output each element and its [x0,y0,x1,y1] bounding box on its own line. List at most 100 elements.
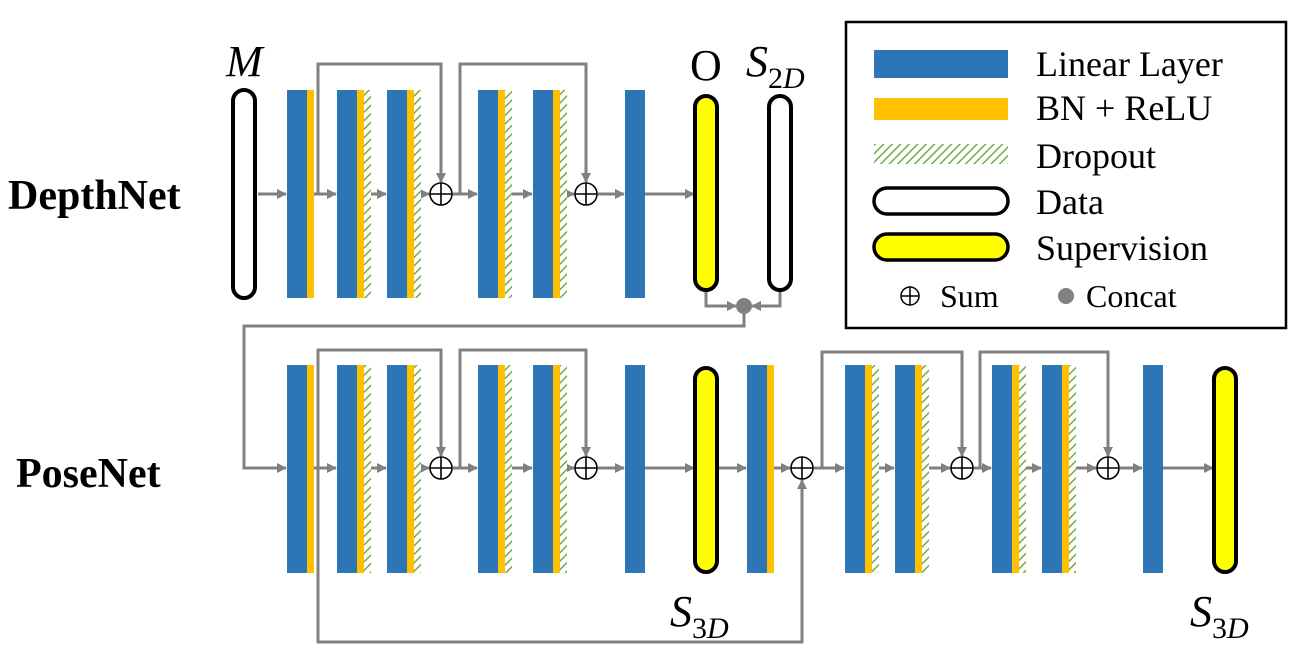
linear-layer [387,365,407,573]
pose-sum-1 [429,456,453,480]
linear-layer [845,365,865,573]
skip-depth-1 [316,62,446,194]
s3d-label-mid: S3D [670,590,729,644]
dropout-layer [1019,365,1026,573]
s3d-final-main: S [1190,587,1212,636]
linear-layer [337,90,357,298]
input-s2d-data [767,94,793,292]
bn-relu-layer [1012,365,1019,573]
dropout-layer [872,365,879,573]
pose-linear-6 [625,365,645,573]
legend-sum-label: Sum [940,278,999,314]
linear-layer [337,365,357,573]
linear-layer [625,365,645,573]
dropout-layer [560,365,567,573]
s2d-main: S [746,37,768,86]
output-o-label: O [690,41,722,90]
linear-layer [747,365,767,573]
legend-swatch-dropout [874,144,1008,164]
legend-linear-label: Linear Layer [1036,44,1223,84]
depth-output-linear [625,90,645,298]
pose-layer-1 [287,365,314,573]
legend-concat-icon [1058,288,1074,304]
s3d-mid-sub-italic: D [707,612,729,645]
linear-layer [1143,365,1163,573]
pose-layer-11 [1042,365,1076,573]
bn-relu-layer [357,90,364,298]
s3d-label-final: S3D [1190,590,1249,644]
linear-layer [625,90,645,298]
dropout-layer [505,365,512,573]
bn-relu-layer [407,365,414,573]
network-blocks [231,88,1238,574]
linear-layer [287,90,307,298]
pose-layer-2 [337,365,371,573]
legend: Linear Layer BN + ReLU Dropout Data Supe… [844,20,1288,330]
dropout-layer [560,90,567,298]
concat-node [736,298,752,314]
bn-relu-layer [407,90,414,298]
skip-depth-2 [458,62,591,194]
pose-layer-3 [387,365,421,573]
dropout-layer [364,365,371,573]
legend-data-label: Data [1036,182,1104,222]
bn-relu-layer [915,365,922,573]
pose-layer-7 [747,365,774,573]
legend-swatch-supervision [872,232,1010,262]
dropout-layer [414,90,421,298]
input-m-label: M [226,37,263,86]
dropout-layer [364,90,371,298]
legend-swatch-linear [874,50,1008,78]
pose-sum-3 [790,456,814,480]
skip-pose-1 [316,348,446,468]
arrow-s2d-to-concat [751,290,782,311]
pose-linear-12 [1143,365,1163,573]
pose-sum-2 [574,456,598,480]
pose-layer-9 [895,365,929,573]
linear-layer [533,90,553,298]
pose-s3d-supervision-final [1212,366,1238,574]
pose-sum-4 [950,456,974,480]
connection-arrows [242,62,1214,644]
s2d-label: S2D [746,40,805,94]
linear-layer [895,365,915,573]
depth-sum-2 [574,182,598,206]
bn-relu-layer [865,365,872,573]
legend-bn-relu-label: BN + ReLU [1036,88,1212,128]
input-m-data [231,88,257,300]
depthnet-label: DepthNet [8,173,181,219]
skip-pose-2 [458,348,591,468]
s3d-final-sub: 3 [1212,612,1227,645]
skip-pose-3 [820,350,967,468]
depth-layer-5 [533,90,567,298]
s3d-mid-main: S [670,587,692,636]
s3d-final-sub-italic: D [1227,612,1249,645]
s2d-sub-italic: D [783,62,805,95]
arrow-concat-to-posenet [242,306,746,473]
bn-relu-layer [498,365,505,573]
depth-layer-3 [387,90,421,298]
linear-layer [387,90,407,298]
linear-layer [1042,365,1062,573]
legend-supervision-label: Supervision [1036,228,1208,268]
linear-layer [287,365,307,573]
bn-relu-layer [553,365,560,573]
depth-layer-4 [478,90,512,298]
pose-sum-5 [1096,456,1120,480]
dropout-layer [922,365,929,573]
depth-output-o-supervision [693,94,719,292]
legend-dropout-label: Dropout [1036,136,1156,176]
arrow-o-to-concat [704,290,737,311]
bn-relu-layer [307,365,314,573]
dropout-layer [1069,365,1076,573]
bn-relu-layer [553,90,560,298]
bn-relu-layer [1062,365,1069,573]
pose-s3d-supervision-mid [693,366,719,574]
legend-concat-label: Concat [1086,278,1177,314]
dropout-layer [505,90,512,298]
linear-layer [992,365,1012,573]
linear-layer [478,90,498,298]
pose-layer-8 [845,365,879,573]
